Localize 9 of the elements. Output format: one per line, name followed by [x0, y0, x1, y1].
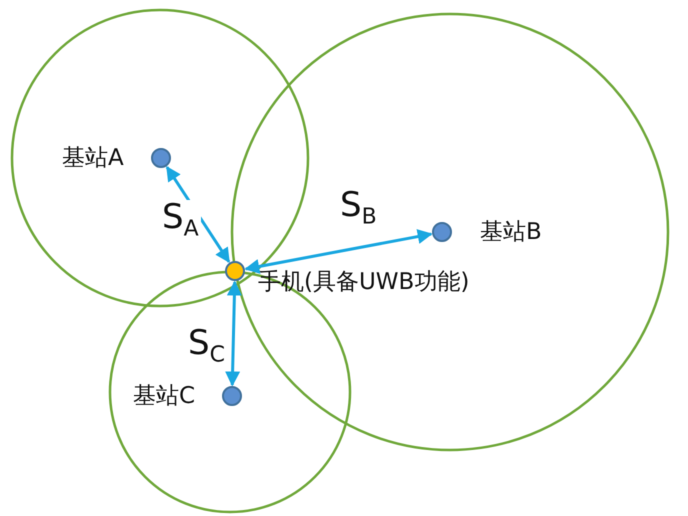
- node-label: 基站C: [133, 385, 196, 408]
- station-dot: [151, 148, 171, 168]
- arrow: [225, 280, 242, 386]
- node-label: 基站A: [62, 147, 124, 170]
- node-label: 基站B: [480, 221, 542, 244]
- station-dot: [222, 386, 242, 406]
- station-dot: [225, 261, 245, 281]
- arrow: [244, 229, 433, 274]
- station-dot: [432, 222, 452, 242]
